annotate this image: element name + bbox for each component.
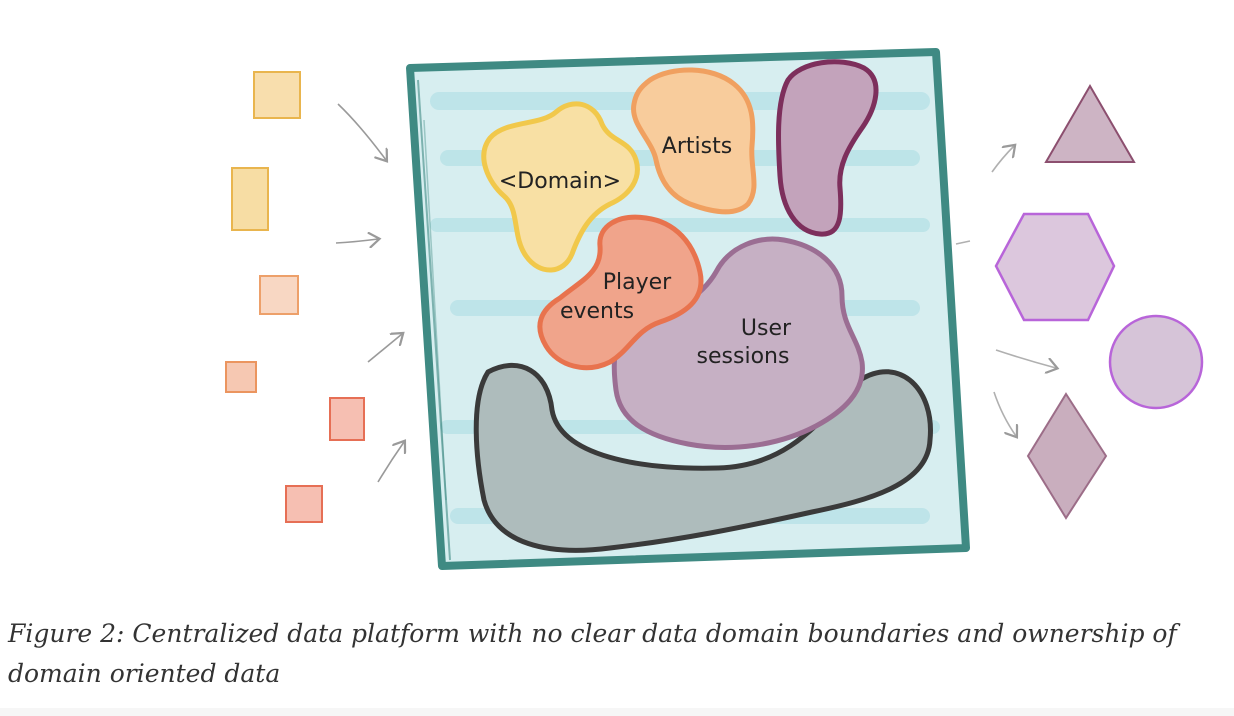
- source-squares: [225, 71, 365, 523]
- user-sessions-label-line1: User: [741, 316, 792, 341]
- figure-caption: Figure 2: Centralized data platform with…: [8, 614, 1198, 694]
- circle-icon: [1108, 314, 1204, 410]
- player-events-label-line1: Player: [603, 270, 672, 295]
- diagram: <Domain> Artists Player events User sess…: [225, 48, 1204, 570]
- arrow-icon: [955, 240, 971, 245]
- triangle-icon: [1044, 84, 1136, 163]
- diamond-icon: [1026, 392, 1108, 520]
- arrow-icon: [995, 349, 1056, 368]
- user-sessions-domain: [611, 236, 865, 450]
- artists-label: Artists: [662, 134, 732, 159]
- artists-domain: [631, 67, 757, 215]
- source-square-icon: [231, 167, 269, 231]
- hexagon-icon: [994, 212, 1116, 322]
- caption-text: Figure 2: Centralized data platform with…: [8, 619, 1177, 688]
- arrow-icon: [335, 239, 378, 243]
- incoming-arrows: [335, 103, 404, 483]
- domain-label: <Domain>: [499, 169, 621, 194]
- arrow-icon: [993, 391, 1016, 436]
- source-square-icon: [259, 275, 299, 315]
- arrow-icon: [367, 334, 402, 363]
- divider: [0, 708, 1234, 716]
- arrow-icon: [337, 103, 386, 160]
- outgoing-arrows: [955, 146, 1056, 436]
- source-square-icon: [285, 485, 323, 523]
- player-events-label-line2: events: [560, 299, 634, 324]
- arrow-icon: [377, 442, 404, 483]
- arrow-icon: [991, 146, 1014, 173]
- unlabeled-purple-domain: [775, 59, 879, 237]
- source-square-icon: [329, 397, 365, 441]
- source-square-icon: [253, 71, 301, 119]
- player-events-domain: [537, 214, 704, 371]
- unlabeled-gray-domain: [473, 362, 933, 553]
- source-square-icon: [225, 361, 257, 393]
- user-sessions-label-line2: sessions: [697, 344, 790, 369]
- generic-domain: [481, 101, 640, 273]
